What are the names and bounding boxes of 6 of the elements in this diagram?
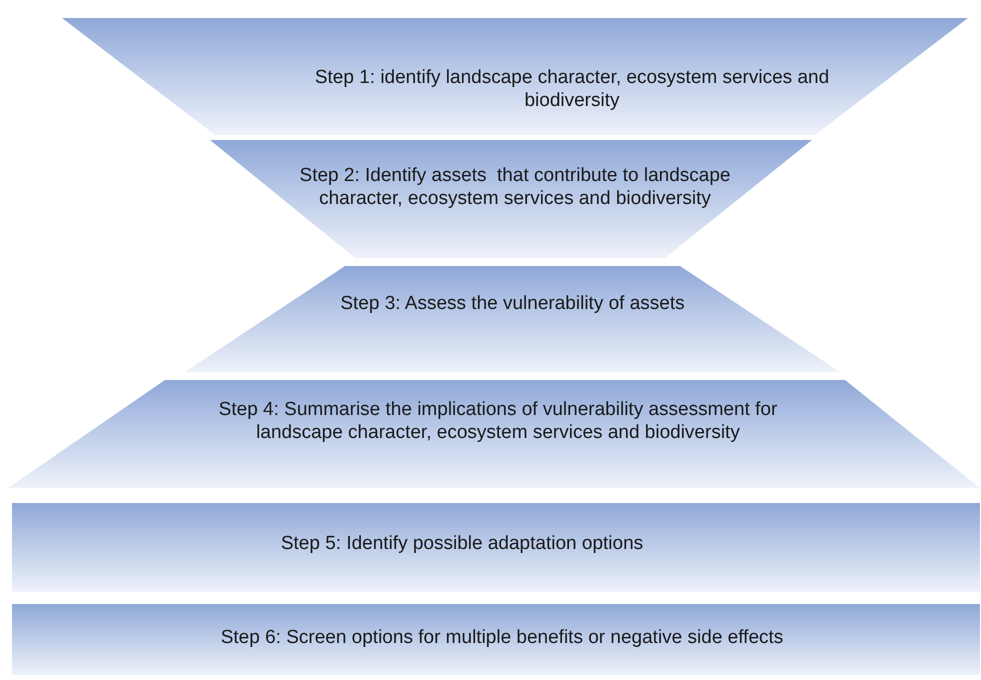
step-text: Step 2: Identify assets that contribute to landscape character, ecosystem services and biodiversity [298, 164, 732, 210]
step-text: Step 4: Summarise the implications of vulnerability assessment for landscape character, ecosystem services and biodiversity [218, 398, 778, 444]
step-text: Step 5: Identify possible adaptation options [280, 532, 644, 555]
step-text: Step 1: identify landscape character, ecosystem services and biodiversity [314, 66, 830, 112]
step-text: Step 6: Screen options for multiple benefits or negative side effects [220, 626, 784, 649]
step-text: Step 3: Assess the vulnerability of assets [339, 292, 686, 315]
